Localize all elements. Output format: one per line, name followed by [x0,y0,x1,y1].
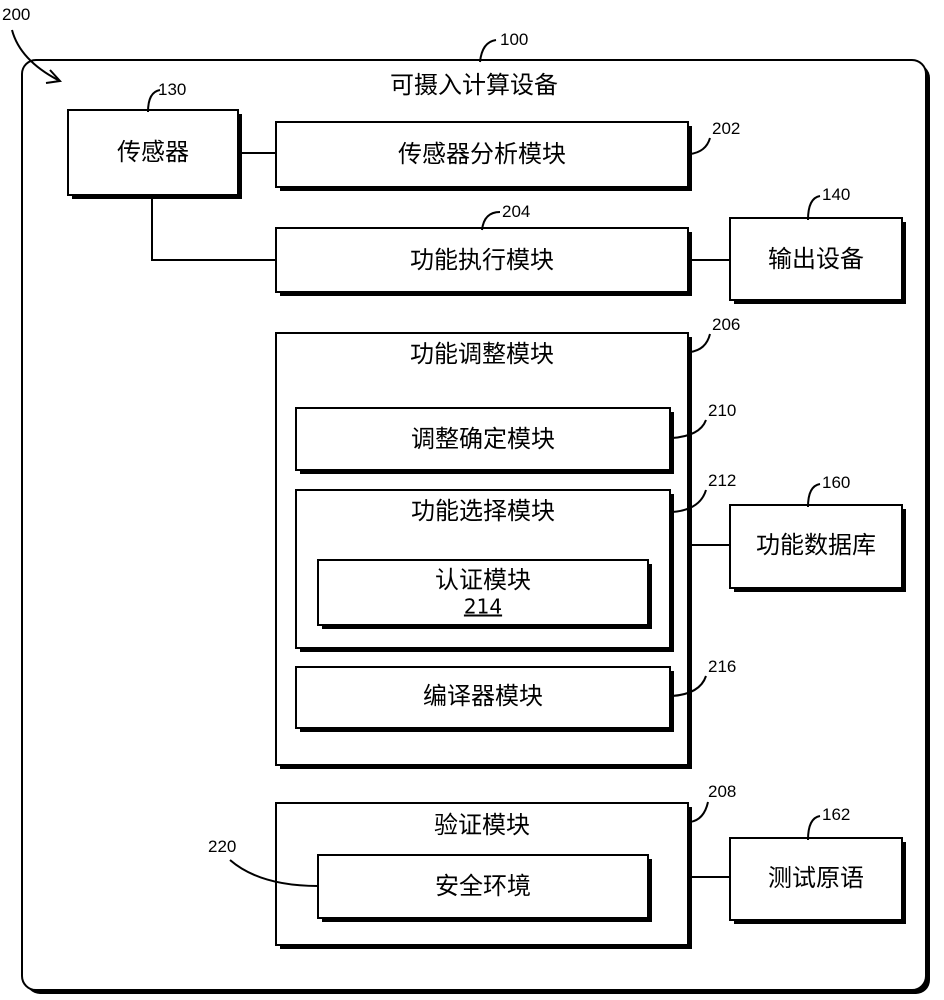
ref-130: 130 [158,80,186,99]
ref-212: 212 [708,471,736,490]
device-title: 可摄入计算设备 [390,71,558,99]
ref-206: 206 [712,315,740,334]
ref-162: 162 [822,805,850,824]
ref-210: 210 [708,401,736,420]
function-adjust-label: 功能调整模块 [410,340,554,368]
adjust-determine-label: 调整确定模块 [411,425,555,453]
ref-140: 140 [822,185,850,204]
ref-100: 100 [500,30,528,49]
function-db-label: 功能数据库 [756,531,876,559]
auth-label: 认证模块 [435,566,531,594]
ref-200: 200 [2,5,30,24]
ref-216: 216 [708,657,736,676]
function-exec-label: 功能执行模块 [410,246,554,274]
ref-204: 204 [502,202,530,221]
verify-label: 验证模块 [434,811,530,839]
compiler-label: 编译器模块 [423,682,543,710]
output-device-label: 输出设备 [768,245,864,273]
function-select-label: 功能选择模块 [411,497,555,525]
ref-220: 220 [208,837,236,856]
secure-env-label: 安全环境 [435,872,531,900]
test-primitives-label: 测试原语 [768,864,864,892]
ref-160: 160 [822,473,850,492]
ref-214: 214 [464,595,502,619]
ref-202: 202 [712,119,740,138]
sensor-analysis-label: 传感器分析模块 [398,140,566,168]
ref-208: 208 [708,782,736,801]
sensor-label: 传感器 [117,138,189,166]
